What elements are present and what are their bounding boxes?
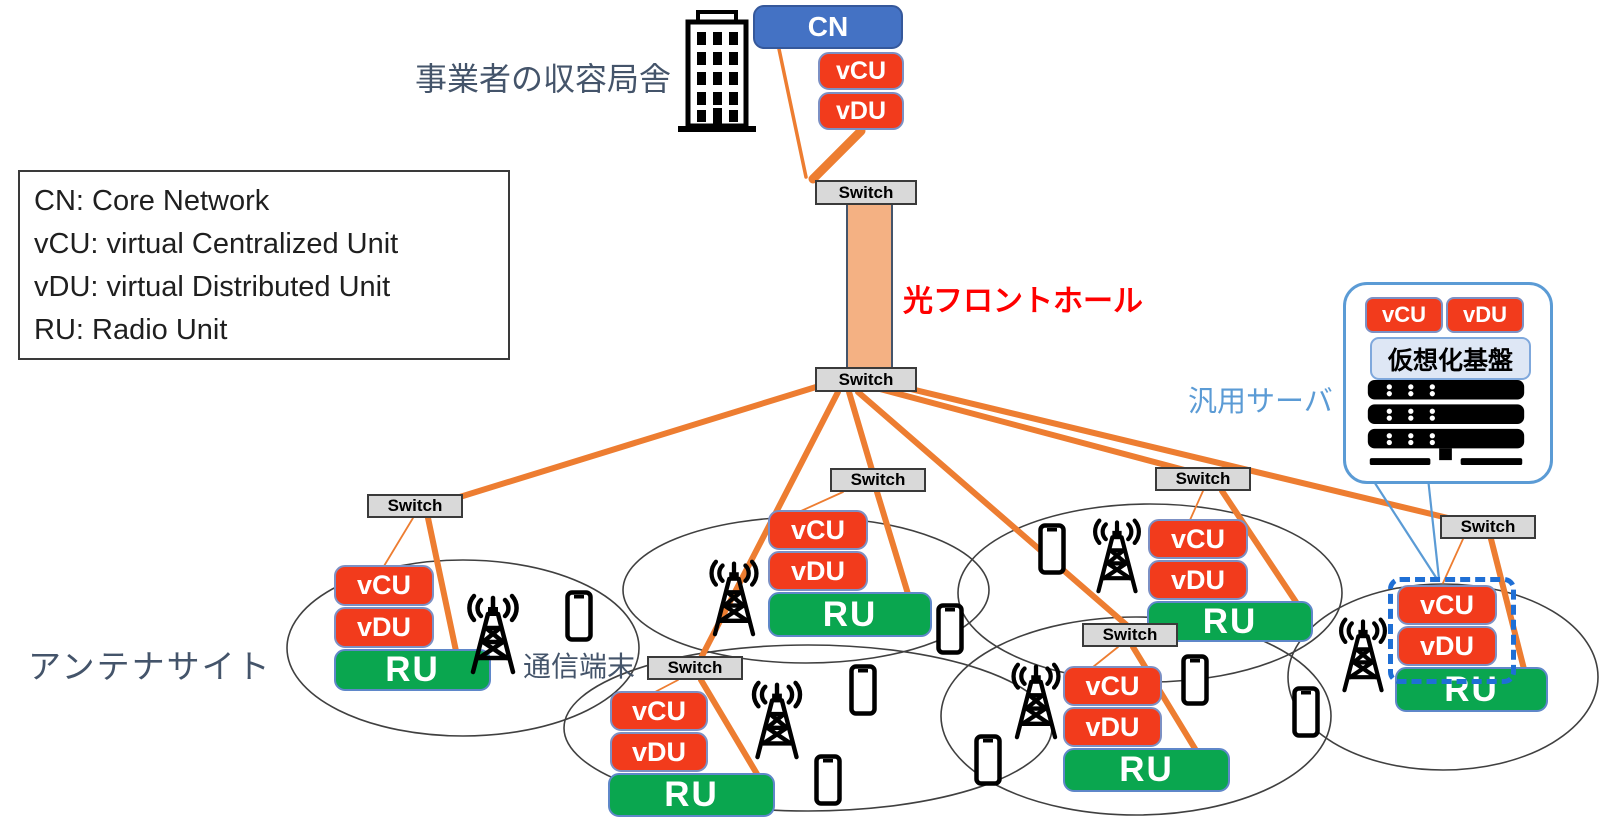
site6-vcu-box: vCU	[1397, 585, 1497, 625]
switch-upper: Switch	[815, 180, 917, 205]
server-callout-tail	[1370, 476, 1441, 580]
link-site4-vcu	[1189, 490, 1204, 521]
operator-building-label: 事業者の収容局舎	[415, 61, 672, 97]
terminal-phone-icon-7	[977, 737, 1000, 784]
office-building-icon	[678, 12, 756, 132]
terminal-phone-icon-5	[939, 606, 962, 653]
switch-lower: Switch	[815, 367, 917, 392]
link-site2-vcu	[800, 491, 844, 512]
site2-switch: Switch	[830, 468, 926, 492]
site4-vdu-box: vDU	[1148, 560, 1248, 600]
site1-switch: Switch	[367, 494, 463, 518]
site3-vcu-box: vCU	[610, 691, 708, 731]
site3-vdu-box: vDU	[610, 732, 708, 772]
site2-vcu-box: vCU	[768, 510, 868, 550]
legend-box: CN: Core Network vCU: virtual Centralize…	[18, 170, 510, 360]
site1-vcu-box: vCU	[334, 565, 434, 606]
site5-vcu-box: vCU	[1063, 666, 1162, 706]
callout-tail-right	[1426, 477, 1441, 580]
site6-antenna-tower-icon	[1341, 620, 1385, 691]
site4-switch: Switch	[1155, 467, 1251, 491]
terminal-phone-icon-4	[1041, 526, 1064, 573]
site5-ru-box: RU	[1063, 748, 1230, 792]
link-switch2-site4	[862, 382, 1195, 475]
site6-ru-box: RU	[1395, 667, 1548, 712]
site1-ru-box: RU	[334, 649, 491, 691]
cn-box: CN	[753, 5, 903, 49]
site3-antenna-tower-icon	[754, 683, 800, 757]
site5-antenna-tower-icon	[1014, 665, 1059, 737]
site6-switch: Switch	[1440, 515, 1536, 539]
site5-vdu-box: vDU	[1063, 707, 1162, 747]
cn-vcu-box: vCU	[818, 52, 904, 90]
link-switch2-site2	[846, 389, 875, 473]
fronthaul-label: 光フロントホール	[903, 285, 1143, 318]
site6-virtualized-units-highlight	[1388, 577, 1516, 684]
site5-switch: Switch	[1082, 623, 1178, 647]
server-vdu-box: vDU	[1446, 297, 1524, 333]
site2-antenna-tower-icon	[712, 562, 757, 634]
legend-vcu: vCU: virtual Centralized Unit	[34, 228, 399, 260]
virtualization-platform-box: 仮想化基盤	[1370, 337, 1531, 380]
link-site2-ru	[874, 489, 911, 597]
site4-antenna-tower-icon	[1095, 521, 1139, 592]
site4-ru-box: RU	[1147, 601, 1313, 642]
legend-ru: RU: Radio Unit	[34, 314, 228, 346]
site2-ru-box: RU	[768, 592, 932, 637]
site2-vdu-box: vDU	[768, 551, 868, 591]
antenna-site-label: アンテナサイト	[28, 648, 272, 685]
fronthaul-band	[846, 204, 893, 368]
link-site3-ru	[698, 677, 760, 777]
server-vcu-box: vCU	[1365, 297, 1443, 333]
site3-ru-box: RU	[608, 773, 775, 817]
cn-vdu-box: vDU	[818, 92, 904, 130]
site3-switch: Switch	[647, 656, 743, 680]
site4-vcu-box: vCU	[1148, 519, 1248, 559]
link-site5-vcu	[1092, 646, 1119, 668]
general-server-label: 汎用サーバ	[1188, 386, 1333, 418]
site6-vdu-box: vDU	[1397, 626, 1497, 666]
link-vdu-switch1	[808, 126, 866, 184]
legend-cn: CN: Core Network	[34, 185, 270, 217]
link-switch2-site1	[447, 384, 819, 503]
terminal-phone-icon-3	[817, 757, 840, 804]
terminal-label: 通信端末	[523, 651, 636, 682]
link-site1-vcu	[383, 517, 414, 567]
terminal-phone-icon-2	[852, 667, 875, 714]
terminal-phone-icon-1	[568, 593, 591, 640]
legend-vdu: vDU: virtual Distributed Unit	[34, 271, 391, 303]
link-cn-switch1	[777, 47, 808, 179]
terminal-phone-icon-6	[1184, 657, 1207, 704]
callout-tail-left	[1370, 476, 1438, 580]
site1-vdu-box: vDU	[334, 607, 434, 648]
terminal-phone-icon-8	[1295, 689, 1318, 736]
